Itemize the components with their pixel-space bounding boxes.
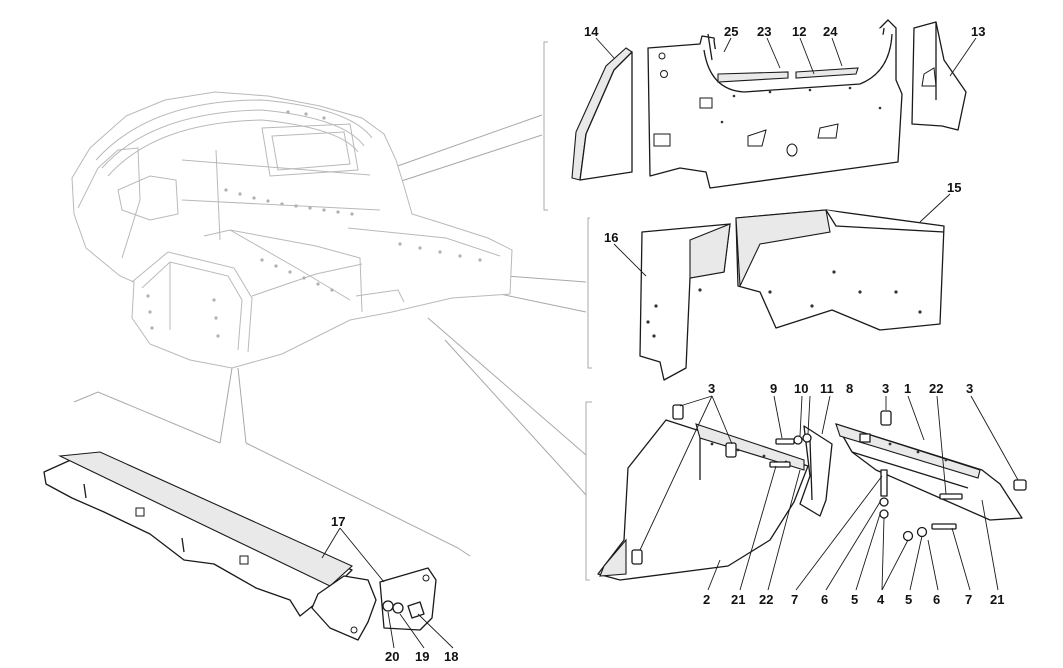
callout-5a: 5	[851, 592, 858, 607]
callout-15: 15	[947, 180, 961, 195]
callout-22b: 22	[759, 592, 773, 607]
callout-3a: 3	[708, 381, 715, 396]
callout-2: 2	[703, 592, 710, 607]
callout-12: 12	[792, 24, 806, 39]
part-2-lower-housing	[597, 419, 809, 581]
callout-3b: 3	[882, 381, 889, 396]
part-12-bulkhead-panel	[647, 19, 903, 189]
callout-23: 23	[757, 24, 771, 39]
callout-20: 20	[385, 649, 399, 664]
callout-9: 9	[770, 381, 777, 396]
callout-3c: 3	[966, 381, 973, 396]
callout-25: 25	[724, 24, 738, 39]
part-13-corner-panel	[911, 21, 967, 131]
part-1-upper-housing	[835, 423, 1023, 521]
part-8-bracket	[799, 425, 833, 517]
part-17-end-bracket	[311, 567, 437, 641]
callout-21a: 21	[731, 592, 745, 607]
callout-21b: 21	[990, 592, 1004, 607]
chassis-assembly	[71, 91, 513, 369]
callout-16: 16	[604, 230, 618, 245]
callout-7b: 7	[965, 592, 972, 607]
callout-7a: 7	[791, 592, 798, 607]
callout-4: 4	[877, 592, 885, 607]
callout-6b: 6	[933, 592, 940, 607]
callout-14: 14	[584, 24, 599, 39]
callout-labels: 14 25 23 12 24 13 15 16 3 9 10 11 8 3 1 …	[331, 24, 1004, 664]
callout-1: 1	[904, 381, 911, 396]
callout-24: 24	[823, 24, 838, 39]
part-17-lower-rail	[43, 451, 353, 617]
part-15-arch-panel	[735, 209, 945, 331]
callout-17: 17	[331, 514, 345, 529]
callout-19: 19	[415, 649, 429, 664]
callout-10: 10	[794, 381, 808, 396]
callout-11: 11	[820, 381, 834, 396]
leader-lines	[321, 37, 1019, 649]
callout-8: 8	[846, 381, 853, 396]
part-16-arch-panel	[639, 223, 731, 381]
callout-22a: 22	[929, 381, 943, 396]
callout-18: 18	[444, 649, 458, 664]
callout-6a: 6	[821, 592, 828, 607]
chassis-rivets	[146, 110, 482, 338]
callout-5b: 5	[905, 592, 912, 607]
part-14-side-panel	[571, 47, 633, 181]
callout-13: 13	[971, 24, 985, 39]
